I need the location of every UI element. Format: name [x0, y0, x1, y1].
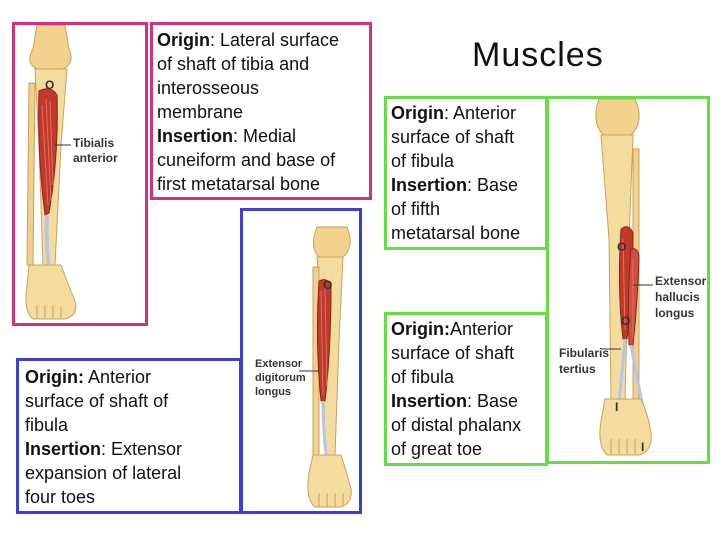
- tibialis-anterior-figure-frame: [12, 22, 148, 326]
- extensor-digitorum-figure-label-2: digitorum: [255, 372, 306, 384]
- ehl-origin-marker: O: [621, 314, 630, 328]
- origin-text: interosseous: [157, 78, 260, 98]
- tibialis-anterior-description: Origin: Lateral surface of shaft of tibi…: [157, 28, 339, 196]
- origin-text: membrane: [157, 102, 244, 122]
- insertion-text: : Extensor: [101, 439, 183, 459]
- origin-text: : Lateral surface: [210, 30, 340, 50]
- insertion-text: of great toe: [391, 439, 483, 459]
- insertion-label: Insertion: [25, 439, 102, 459]
- extensor-digitorum-figure-label: Extensor: [255, 358, 303, 370]
- insertion-text: metatarsal bone: [391, 223, 521, 243]
- insertion-text: of fifth: [391, 199, 441, 219]
- insertion-text: cuneiform and base of: [157, 150, 336, 170]
- insertion-text: first metatarsal bone: [157, 174, 321, 194]
- insertion-label: Insertion: [157, 126, 234, 146]
- origin-label: Origin: [391, 103, 444, 123]
- fibularis-insertion-marker: I: [615, 400, 618, 414]
- insertion-label: Insertion: [391, 175, 468, 195]
- tibialis-anterior-text-frame: [150, 22, 372, 200]
- origin-text: Anterior: [84, 367, 152, 387]
- extensor-digitorum-illustration: O Extensor digitorum longus: [255, 226, 352, 508]
- insertion-text: expansion of lateral: [25, 463, 182, 483]
- origin-text: fibula: [25, 415, 69, 435]
- insertion-text: of distal phalanx: [391, 415, 522, 435]
- insertion-text: : Base: [467, 391, 519, 411]
- tibialis-anterior-illustration: O Tibialis anterior: [25, 25, 118, 320]
- fibularis-figure-label: Fibularis: [559, 346, 609, 360]
- origin-text: of shaft of tibia and: [157, 54, 310, 74]
- extensor-digitorum-origin-marker: O: [323, 278, 332, 292]
- origin-text: surface of shaft of: [25, 391, 169, 411]
- fibularis-tertius-description: Origin: Anterior surface of shaft of fib…: [391, 101, 520, 245]
- insertion-text: : Base: [467, 175, 519, 195]
- origin-text: : Anterior: [444, 103, 517, 123]
- extensor-hallucis-fibularis-illustration: O O I I Extensor hallucis longus Fibular…: [559, 99, 707, 456]
- origin-text: of fibula: [391, 367, 455, 387]
- tibialis-anterior-figure-label: Tibialis: [73, 136, 114, 150]
- insertion-text: four toes: [25, 487, 96, 507]
- origin-text: of fibula: [391, 151, 455, 171]
- right-figure-frame: [546, 96, 710, 464]
- origin-text: surface of shaft: [391, 343, 515, 363]
- tibialis-anterior-figure-label-2: anterior: [73, 151, 118, 165]
- ehl-figure-label-2: hallucis: [655, 290, 700, 304]
- insertion-label: Insertion: [391, 391, 468, 411]
- extensor-digitorum-figure-label-3: longus: [255, 386, 291, 398]
- tibialis-anterior-origin-marker: O: [45, 78, 54, 92]
- page-title: Muscles: [472, 36, 604, 74]
- insertion-text: : Medial: [233, 126, 297, 146]
- origin-text: surface of shaft: [391, 127, 515, 147]
- ehl-figure-label-3: longus: [655, 306, 695, 320]
- origin-label: Origin: [157, 30, 210, 50]
- origin-label: Origin:: [391, 319, 450, 339]
- origin-text: Anterior: [450, 319, 514, 339]
- fibularis-origin-marker: O: [617, 240, 626, 254]
- extensor-digitorum-figure-frame: [240, 208, 362, 514]
- origin-label: Origin:: [25, 367, 84, 387]
- extensor-digitorum-description: Origin: Anterior surface of shaft of fib…: [25, 365, 182, 509]
- fibularis-figure-label-2: tertius: [559, 362, 596, 376]
- extensor-hallucis-description: Origin:Anterior surface of shaft of fibu…: [391, 317, 521, 461]
- ehl-insertion-marker: I: [641, 440, 644, 454]
- ehl-figure-label: Extensor: [655, 274, 707, 288]
